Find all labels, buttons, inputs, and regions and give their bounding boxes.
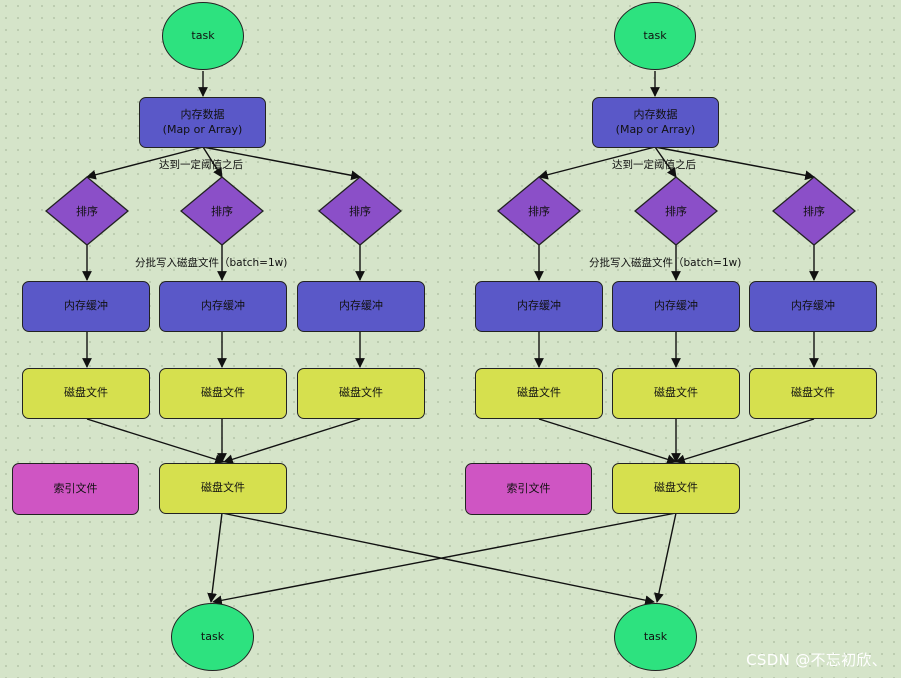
edge-disk3-to-merged-right bbox=[675, 418, 815, 465]
disk-label: 磁盘文件 bbox=[64, 386, 108, 400]
disk-label: 磁盘文件 bbox=[339, 386, 383, 400]
memory-buffer-left-2[interactable]: 内存缓冲 bbox=[159, 281, 287, 332]
disk-label: 磁盘文件 bbox=[201, 386, 245, 400]
index-file-right[interactable]: 索引文件 bbox=[465, 463, 592, 515]
buffer-label: 内存缓冲 bbox=[654, 299, 698, 313]
csdn-watermark: CSDN @不忘初欣、 bbox=[746, 651, 887, 669]
disk-label: 磁盘文件 bbox=[654, 481, 698, 495]
sort-label: 排序 bbox=[76, 205, 98, 218]
edge-memory-to-sort2-right bbox=[654, 146, 677, 178]
index-label: 索引文件 bbox=[53, 481, 98, 495]
disk-file-right-3[interactable]: 磁盘文件 bbox=[749, 368, 877, 419]
sort-label: 排序 bbox=[211, 205, 233, 218]
merged-disk-file-right[interactable]: 磁盘文件 bbox=[612, 463, 740, 514]
sort-label: 排序 bbox=[349, 205, 371, 218]
disk-file-left-2[interactable]: 磁盘文件 bbox=[159, 368, 287, 419]
edge-memory-to-sort3-right bbox=[654, 146, 815, 181]
disk-file-right-2[interactable]: 磁盘文件 bbox=[612, 368, 740, 419]
threshold-label-right: 达到一定阈值之后 bbox=[612, 159, 696, 171]
sort-label: 排序 bbox=[528, 205, 550, 218]
threshold-label-left: 达到一定阈值之后 bbox=[159, 159, 243, 171]
buffer-label: 内存缓冲 bbox=[517, 299, 561, 313]
edge-merged-right-to-task-right bbox=[654, 512, 677, 603]
sort-node-left-2[interactable]: 排序 bbox=[180, 176, 264, 246]
diamond-shape bbox=[634, 176, 718, 246]
buffer-label: 内存缓冲 bbox=[64, 299, 108, 313]
buffer-label: 内存缓冲 bbox=[791, 299, 835, 313]
edge-disk3-to-merged-left bbox=[223, 418, 361, 465]
memory-buffer-right-2[interactable]: 内存缓冲 bbox=[612, 281, 740, 332]
sort-node-left-3[interactable]: 排序 bbox=[318, 176, 402, 246]
disk-file-left-3[interactable]: 磁盘文件 bbox=[297, 368, 425, 419]
sort-node-right-2[interactable]: 排序 bbox=[634, 176, 718, 246]
disk-label: 磁盘文件 bbox=[201, 481, 245, 495]
edge-disk1-to-merged-left bbox=[86, 418, 225, 465]
batch-label-right: 分批写入磁盘文件（batch=1w) bbox=[589, 257, 742, 269]
edge-merged-right-to-task-left bbox=[212, 512, 677, 606]
task-node-bottom-right[interactable]: task bbox=[614, 603, 697, 671]
task-node-bottom-left[interactable]: task bbox=[171, 603, 254, 671]
memory-data-node-left[interactable]: 内存数据 (Map or Array) bbox=[139, 97, 266, 148]
edge-disk1-to-merged-right bbox=[538, 418, 677, 465]
sort-node-right-3[interactable]: 排序 bbox=[772, 176, 856, 246]
diamond-shape bbox=[45, 176, 129, 246]
task-node-top-right[interactable]: task bbox=[614, 2, 696, 70]
memory-buffer-left-1[interactable]: 内存缓冲 bbox=[22, 281, 150, 332]
sort-label: 排序 bbox=[665, 205, 687, 218]
edge-merged-left-to-task-right bbox=[221, 512, 655, 606]
task-label: task bbox=[200, 629, 225, 643]
diamond-shape bbox=[772, 176, 856, 246]
diamond-shape bbox=[180, 176, 264, 246]
index-label: 索引文件 bbox=[506, 481, 551, 495]
diamond-shape bbox=[318, 176, 402, 246]
memory-data-label: 内存数据 (Map or Array) bbox=[615, 107, 696, 136]
memory-data-node-right[interactable]: 内存数据 (Map or Array) bbox=[592, 97, 719, 148]
disk-label: 磁盘文件 bbox=[654, 386, 698, 400]
edge-memory-to-sort3-left bbox=[202, 146, 361, 181]
buffer-label: 内存缓冲 bbox=[201, 299, 245, 313]
memory-data-label: 内存数据 (Map or Array) bbox=[162, 107, 243, 136]
memory-buffer-left-3[interactable]: 内存缓冲 bbox=[297, 281, 425, 332]
memory-buffer-right-1[interactable]: 内存缓冲 bbox=[475, 281, 603, 332]
disk-file-left-1[interactable]: 磁盘文件 bbox=[22, 368, 150, 419]
disk-label: 磁盘文件 bbox=[791, 386, 835, 400]
batch-label-left: 分批写入磁盘文件（batch=1w) bbox=[135, 257, 288, 269]
task-label: task bbox=[643, 629, 668, 643]
sort-node-right-1[interactable]: 排序 bbox=[497, 176, 581, 246]
edge-memory-to-sort1-right bbox=[538, 146, 656, 180]
diamond-shape bbox=[497, 176, 581, 246]
disk-file-right-1[interactable]: 磁盘文件 bbox=[475, 368, 603, 419]
memory-buffer-right-3[interactable]: 内存缓冲 bbox=[749, 281, 877, 332]
task-label: task bbox=[191, 28, 215, 42]
sort-node-left-1[interactable]: 排序 bbox=[45, 176, 129, 246]
edge-merged-left-to-task-left bbox=[207, 512, 223, 603]
task-label: task bbox=[643, 28, 667, 42]
edge-memory-to-sort1-left bbox=[86, 146, 204, 180]
merged-disk-file-left[interactable]: 磁盘文件 bbox=[159, 463, 287, 514]
task-node-top-left[interactable]: task bbox=[162, 2, 244, 70]
edge-memory-to-sort2-left bbox=[202, 146, 223, 178]
buffer-label: 内存缓冲 bbox=[339, 299, 383, 313]
index-file-left[interactable]: 索引文件 bbox=[12, 463, 139, 515]
disk-label: 磁盘文件 bbox=[517, 386, 561, 400]
sort-label: 排序 bbox=[803, 205, 825, 218]
